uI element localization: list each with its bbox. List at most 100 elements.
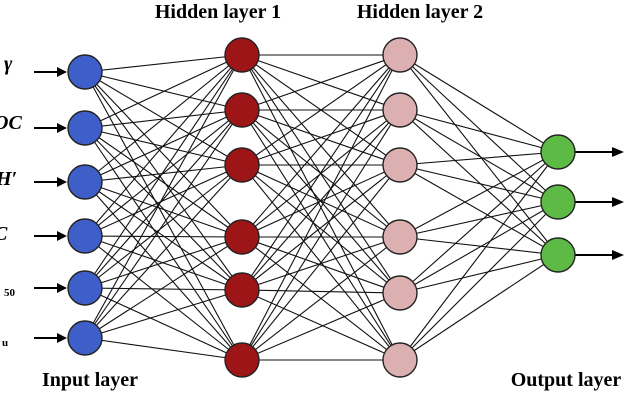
connection-l0-5-5 (84, 337, 243, 361)
connection-l2-4-2 (399, 254, 559, 294)
connection-l1-4-2 (241, 164, 401, 291)
connection-l0-5-0 (84, 54, 243, 339)
connection-l0-5-1 (84, 109, 243, 339)
input-layer-title: Input layer (42, 369, 138, 391)
input-label-50: 50 (4, 287, 16, 299)
connection-l1-4-0 (241, 54, 401, 291)
connection-l0-1-3 (84, 127, 243, 238)
input-node-0 (67, 54, 103, 90)
connection-l0-4-1 (84, 109, 243, 289)
connection-l1-2-1 (241, 109, 401, 166)
connections-group (84, 54, 559, 361)
connection-l1-4-3 (241, 236, 401, 291)
connection-l1-3-1 (241, 109, 401, 238)
connection-l1-3-2 (241, 164, 401, 238)
hidden2-node-1 (382, 92, 418, 128)
connection-l0-5-2 (84, 164, 243, 339)
connection-l0-0-5 (84, 71, 243, 361)
output-arrow-head-2 (612, 250, 624, 260)
connection-l0-5-4 (84, 289, 243, 339)
connection-l2-0-1 (399, 54, 559, 203)
input-arrow-head-4 (57, 283, 67, 293)
connection-l1-2-0 (241, 54, 401, 166)
output-node-1 (540, 184, 576, 220)
connection-l2-2-1 (399, 164, 559, 203)
connection-l2-5-2 (399, 254, 559, 361)
output-arrow-head-1 (612, 197, 624, 207)
connection-l0-3-3 (84, 235, 243, 238)
input-label-gamma: γ (4, 53, 13, 75)
arrows-group (34, 67, 624, 343)
connection-l2-2-2 (399, 164, 559, 256)
input-label-u: u (2, 337, 8, 349)
connection-l0-2-5 (84, 181, 243, 361)
input-arrow-head-3 (57, 231, 67, 241)
hidden2-node-3 (382, 219, 418, 255)
input-node-2 (67, 164, 103, 200)
connection-l0-3-5 (84, 235, 243, 361)
connection-l0-5-3 (84, 236, 243, 339)
connection-l0-0-0 (84, 54, 243, 73)
input-node-3 (67, 218, 103, 254)
connection-l1-2-4 (241, 164, 401, 294)
hidden-layer-2-title: Hidden layer 2 (357, 1, 483, 23)
connection-l0-4-2 (84, 164, 243, 289)
input-node-1 (67, 110, 103, 146)
input-arrow-head-2 (57, 177, 67, 187)
connection-l0-3-2 (84, 164, 243, 237)
connection-l0-1-5 (84, 127, 243, 361)
input-arrow-head-5 (57, 333, 67, 343)
input-arrow-head-0 (57, 67, 67, 77)
connection-l1-4-4 (241, 289, 401, 294)
input-label-oc: OC (0, 112, 22, 134)
connection-l2-3-2 (399, 236, 559, 256)
nodes-group (67, 37, 576, 378)
connection-l1-3-4 (241, 236, 401, 294)
hidden2-node-4 (382, 275, 418, 311)
connection-l0-0-3 (84, 71, 243, 238)
input-arrow-head-1 (57, 123, 67, 133)
connection-l2-1-1 (399, 109, 559, 203)
connection-l0-4-4 (84, 287, 243, 291)
hidden1-node-4 (224, 272, 260, 308)
connection-l2-0-0 (399, 54, 559, 153)
hidden1-node-1 (224, 92, 260, 128)
hidden2-node-0 (382, 37, 418, 73)
connection-l2-4-0 (399, 151, 559, 294)
hidden1-node-5 (224, 342, 260, 378)
connection-l0-3-1 (84, 109, 243, 237)
connection-l0-2-3 (84, 181, 243, 238)
hidden1-node-2 (224, 147, 260, 183)
connection-l1-5-4 (241, 292, 401, 361)
connection-l0-3-0 (84, 54, 243, 237)
connection-l0-4-3 (84, 236, 243, 289)
connection-l2-5-1 (399, 201, 559, 361)
connection-l2-4-1 (399, 201, 559, 294)
connection-l1-5-0 (241, 54, 401, 361)
connection-l0-2-0 (84, 54, 243, 183)
connection-l1-5-1 (241, 109, 401, 361)
output-arrow-head-0 (612, 147, 624, 157)
hidden1-node-0 (224, 37, 260, 73)
connection-l0-4-0 (84, 54, 243, 289)
connection-l2-1-0 (399, 109, 559, 153)
output-node-2 (540, 237, 576, 273)
connection-l2-3-1 (399, 201, 559, 238)
connection-l1-1-0 (241, 54, 401, 111)
output-layer-title: Output layer (511, 369, 622, 391)
hidden-layer-1-title: Hidden layer 1 (155, 1, 281, 23)
input-label-h-prime: H′ (0, 168, 17, 190)
input-node-5 (67, 320, 103, 356)
connection-l2-1-2 (399, 109, 559, 256)
connection-l1-3-0 (241, 54, 401, 238)
input-label-c: C (0, 223, 8, 245)
connection-l2-2-0 (399, 151, 559, 166)
connection-l2-3-0 (399, 151, 559, 238)
hidden2-node-2 (382, 147, 418, 183)
connection-l1-5-3 (241, 236, 401, 361)
connection-l1-4-1 (241, 109, 401, 291)
connection-l2-5-0 (399, 151, 559, 361)
connection-l1-5-2 (241, 164, 401, 361)
